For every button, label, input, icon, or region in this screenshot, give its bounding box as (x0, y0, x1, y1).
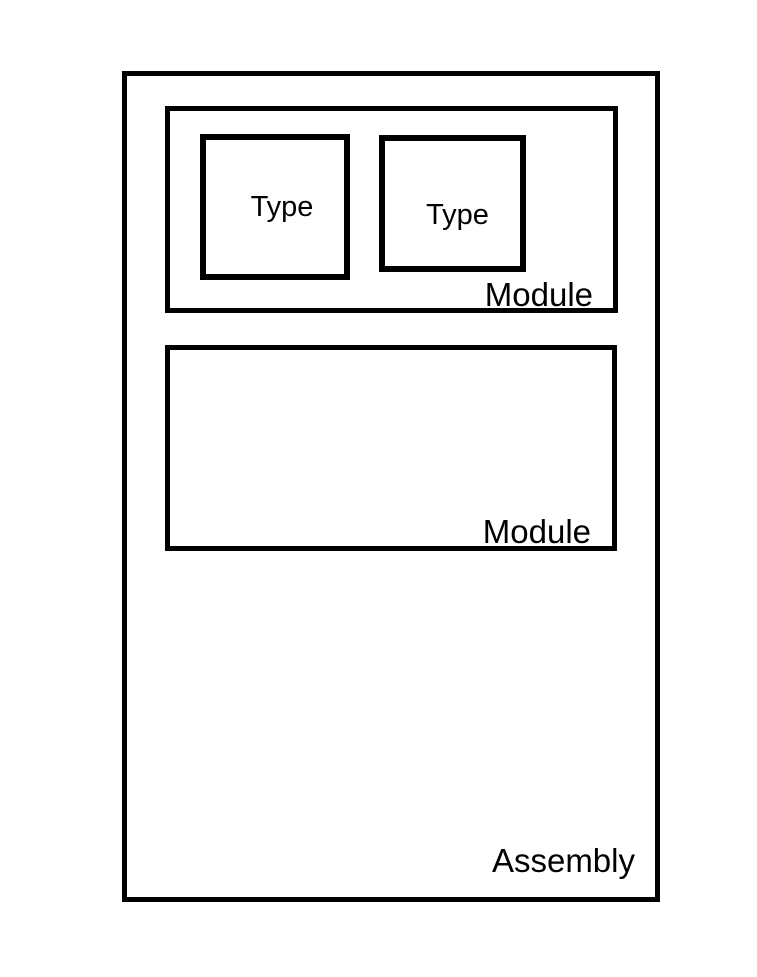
type-1-label: Type (250, 190, 314, 223)
type-box-2: Type (379, 135, 526, 272)
module-box-2: Module (165, 345, 617, 551)
module-1-label: Module (484, 276, 593, 313)
type-2-label: Type (426, 198, 489, 231)
assembly-box: Type Type Module Module Assembly (122, 71, 660, 902)
assembly-label: Assembly (491, 842, 635, 879)
module-box-1: Type Type Module (165, 106, 618, 313)
type-box-1: Type (200, 134, 350, 280)
module-2-label: Module (482, 513, 591, 550)
